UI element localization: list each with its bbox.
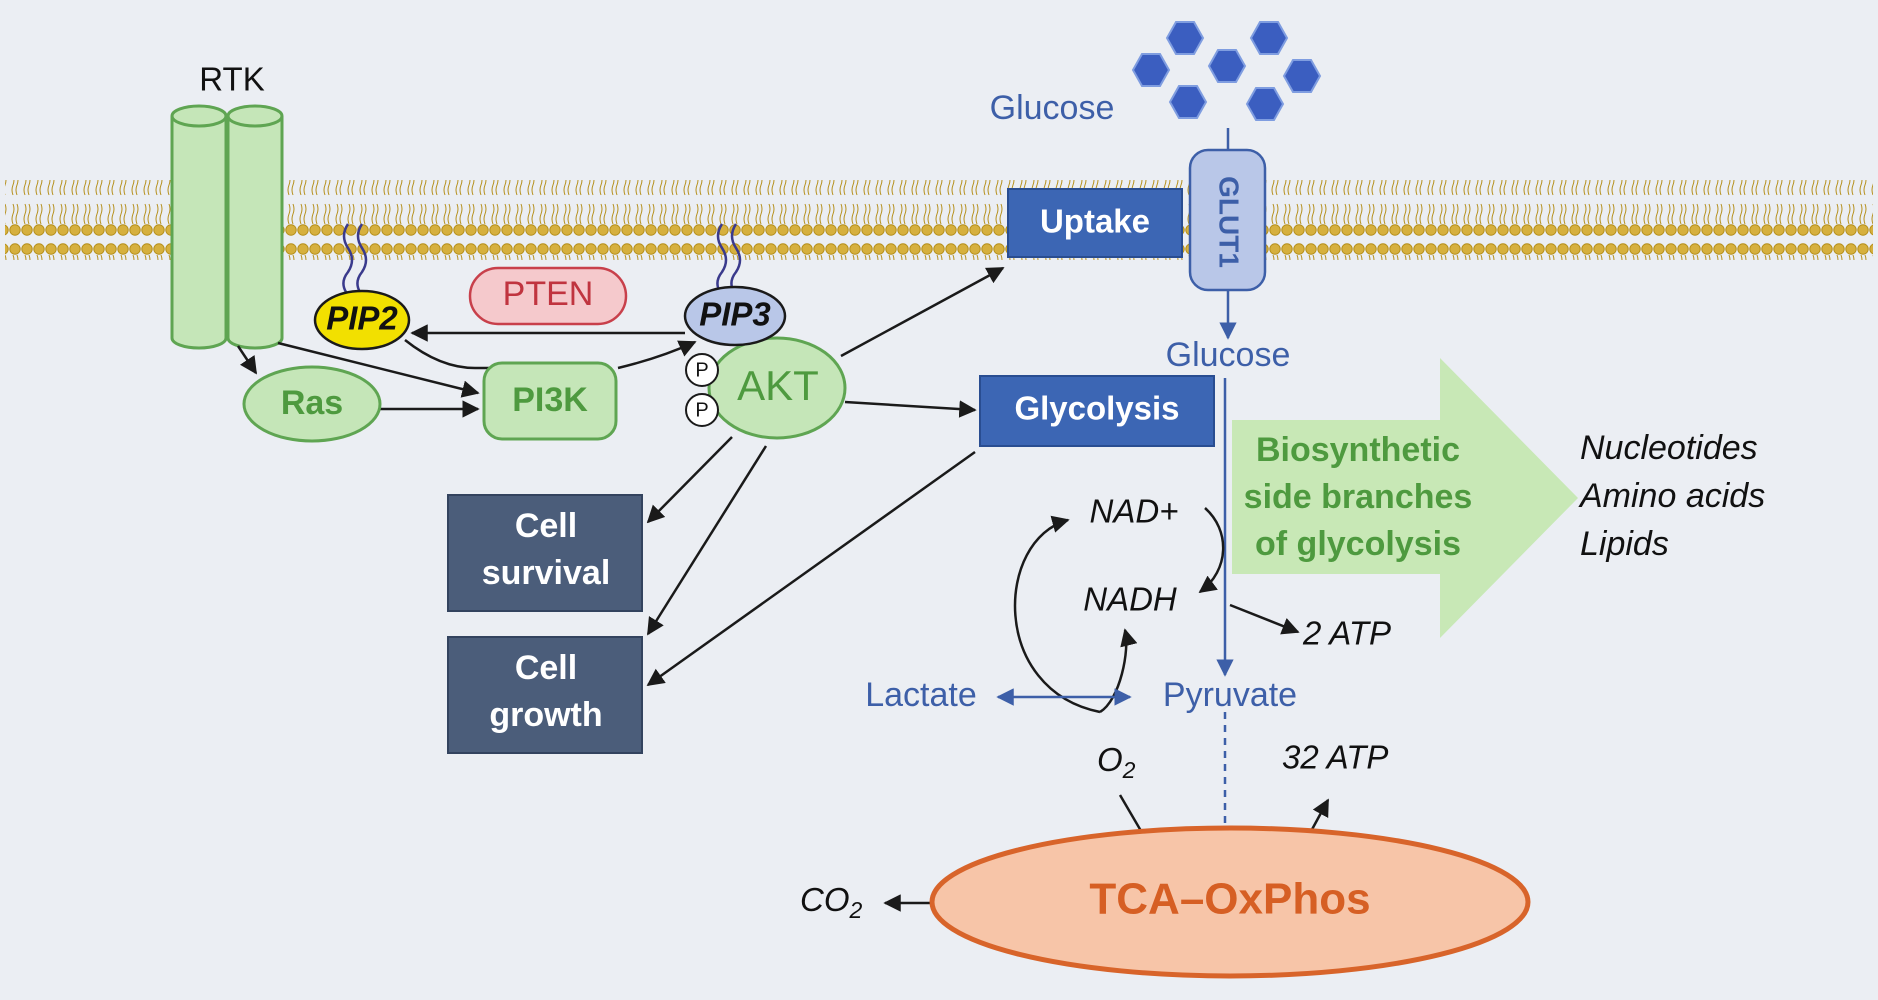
pyruvate-to-nadh-curve (1099, 628, 1138, 714)
biosynthetic-label-line1: Biosynthetic (1256, 431, 1460, 469)
tca-oxphos-mitochondrion (929, 825, 1531, 979)
co2-symbol: CO (800, 881, 850, 918)
rtk-to-pi3k-arrow (277, 341, 480, 398)
signaling-arrows (236, 266, 1005, 687)
uptake-label: Uptake (1040, 203, 1150, 240)
glucose-molecules (1131, 21, 1322, 121)
pten-label: PTEN (503, 275, 594, 313)
co2-subscript: 2 (849, 897, 863, 923)
two-atp-label: 2 ATP (1302, 615, 1391, 652)
pi3k-node (482, 361, 618, 441)
pi3k-label: PI3K (512, 381, 588, 419)
cell-growth-box (447, 636, 643, 754)
glut1-label: GLUT1 (1214, 176, 1245, 268)
lactate-label: Lactate (865, 676, 977, 714)
nad-plus-label: NAD+ (1090, 493, 1179, 530)
o2-subscript: 2 (1122, 757, 1136, 783)
glucose-hexagon (1165, 21, 1205, 55)
ras-label: Ras (281, 384, 343, 422)
pip2-label: PIP2 (326, 300, 398, 337)
product-nucleotides: Nucleotides (1580, 429, 1758, 467)
akt-to-uptake-arrow (840, 266, 1005, 358)
glucose-inside-label: Glucose (1166, 336, 1291, 374)
akt-label: AKT (737, 362, 819, 409)
phosphate-label-2: P (695, 399, 708, 421)
cell-survival-label-line2: survival (482, 554, 611, 592)
ras-node (242, 365, 382, 443)
glucose-hexagon (1282, 59, 1322, 93)
glucose-outside-label: Glucose (990, 89, 1115, 127)
tca-oxphos-label: TCA–OxPhos (1089, 875, 1370, 924)
pip2-to-pi3k-line (404, 339, 505, 370)
cell-growth-label-line2: growth (489, 696, 602, 734)
pip3-label: PIP3 (699, 296, 771, 333)
glycolysis-label: Glycolysis (1014, 390, 1179, 427)
uptake-box (1007, 188, 1183, 258)
phosphate-group-1 (685, 353, 719, 387)
cell-survival-box (447, 494, 643, 612)
rtk-to-ras-arrow (236, 345, 258, 375)
cell-growth-label-line1: Cell (515, 649, 577, 687)
akt-to-glycolysis-arrow (844, 400, 977, 418)
pten-node (468, 266, 628, 326)
product-lipids: Lipids (1580, 525, 1669, 563)
glucose-hexagon (1131, 53, 1171, 87)
glucose-hexagon (1249, 21, 1289, 55)
glucose-hexagon (1207, 49, 1247, 83)
glucose-hexagon (1245, 87, 1285, 121)
nad-to-nadh-arrow (1198, 507, 1225, 594)
cell-membrane (5, 180, 1873, 260)
pyruvate-label: Pyruvate (1163, 676, 1297, 714)
cell-survival-label-line1: Cell (515, 507, 577, 545)
phosphate-label-1: P (695, 359, 708, 381)
atp-yield-arrow (1229, 603, 1300, 635)
nadh-label: NADH (1083, 581, 1177, 618)
akt-to-cell-growth-arrow (646, 445, 768, 636)
rtk-receptor (170, 104, 284, 350)
co2-label: CO2 (800, 881, 863, 923)
glucose-hexagon (1168, 85, 1208, 119)
pip-tails (342, 223, 742, 293)
biosynthetic-label-line2: side branches (1244, 478, 1473, 516)
o2-label: O2 (1097, 741, 1136, 783)
glut1-transporter (1188, 148, 1267, 292)
phosphate-group-2 (685, 393, 719, 427)
glycolysis-to-cell-growth-arrow (646, 450, 976, 687)
pi3k-to-pip3-arrow (617, 340, 697, 370)
thirty-two-atp-label: 32 ATP (1282, 739, 1388, 776)
biosynthetic-label-line3: of glycolysis (1255, 525, 1461, 563)
product-amino-acids: Amino acids (1578, 477, 1765, 515)
o2-symbol: O (1097, 741, 1123, 778)
pip2-node (313, 289, 411, 351)
akt-node (707, 336, 847, 440)
akt-to-cell-survival-arrow (646, 436, 733, 524)
glycolysis-box (979, 375, 1215, 447)
biosynthetic-arrow (1232, 358, 1578, 638)
pip3-node (683, 285, 787, 347)
rtk-label: RTK (199, 61, 264, 98)
